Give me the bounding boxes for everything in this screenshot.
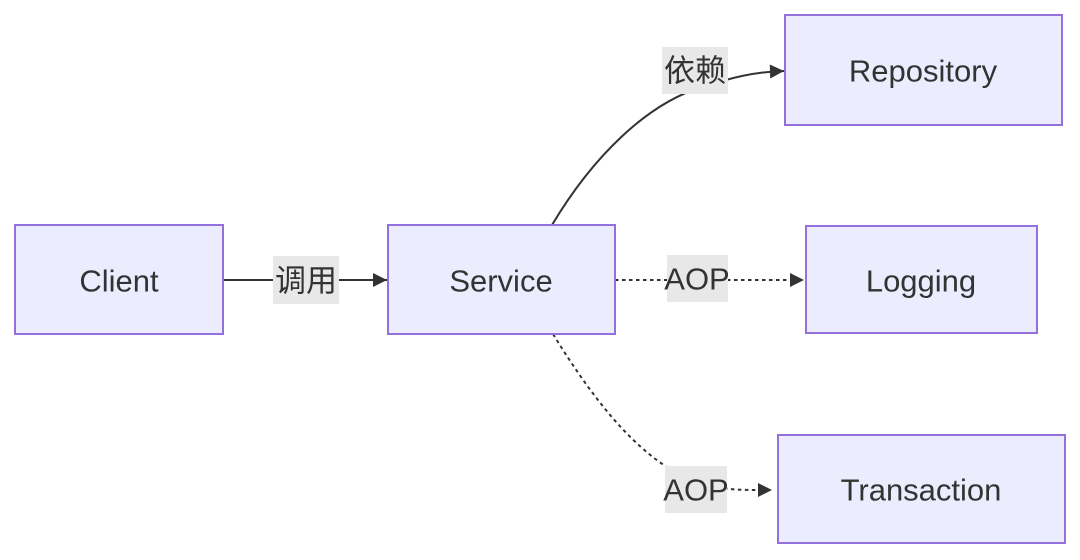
node-box — [784, 14, 1063, 126]
node-box — [387, 224, 616, 335]
node-box — [14, 224, 224, 335]
node-client: Client — [14, 224, 224, 335]
node-label: Transaction — [841, 473, 1002, 508]
node-label: Service — [449, 264, 552, 299]
edge-label-call: 调用 — [273, 256, 339, 304]
edge-label-text: AOP — [663, 473, 728, 508]
edge-label-bg — [662, 47, 728, 94]
node-label: Logging — [866, 264, 976, 299]
edge-label-aop-transaction: AOP — [663, 466, 729, 513]
edge-label-dependency: 依赖 — [662, 47, 728, 94]
edge-label-text: 依赖 — [664, 54, 726, 89]
edge-label-bg — [667, 255, 728, 302]
edge-service-transaction — [552, 333, 773, 498]
node-label: Repository — [849, 54, 998, 89]
node-service: Service — [387, 224, 616, 335]
node-box — [805, 225, 1038, 334]
node-label: Client — [79, 264, 159, 299]
node-box — [777, 434, 1066, 544]
edge-label-text: AOP — [664, 262, 729, 297]
edge-label-bg — [273, 256, 339, 304]
edge-service-repository — [551, 64, 785, 226]
edge-label-aop-logging: AOP — [664, 255, 730, 302]
edge-label-bg — [665, 466, 727, 513]
node-logging: Logging — [805, 225, 1038, 334]
node-repository: Repository — [784, 14, 1063, 126]
node-transaction: Transaction — [777, 434, 1066, 544]
edge-label-text: 调用 — [275, 264, 337, 299]
